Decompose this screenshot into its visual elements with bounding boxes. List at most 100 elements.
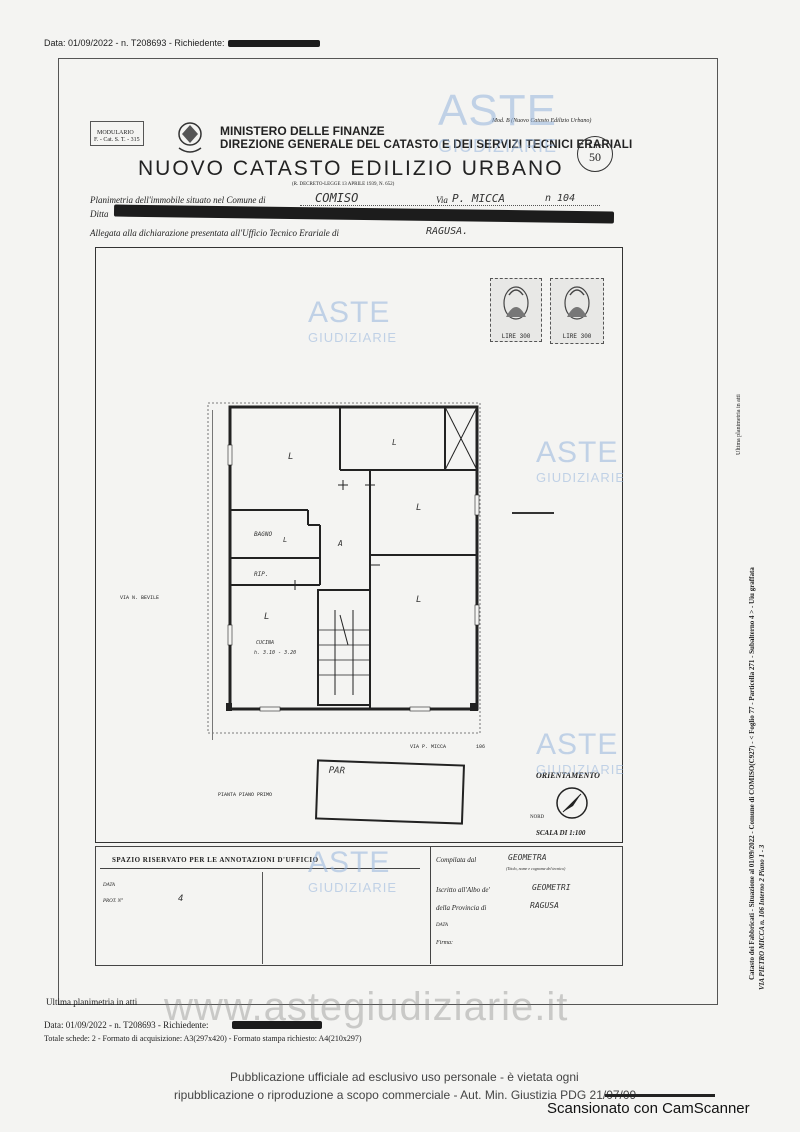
planimetria-label: Planimetria dell'immobile situato nel Co… [90,195,266,205]
disclaimer-line1: Pubblicazione ufficiale ad esclusivo uso… [230,1070,579,1084]
nord-label: NORD [530,815,545,820]
watermark: ASTE GIUDIZIARIE [536,436,625,485]
allegata-label: Allegata alla dichiarazione presentata a… [90,228,339,238]
room-label: L [416,503,422,513]
handwritten-box: PAR [314,759,466,825]
comune-line [300,205,600,206]
box-label: PAR [328,765,346,777]
compilata-sub: (Titolo, nome e cognome del tecnico) [506,866,566,871]
decree-label: (R. DECRETO-LEGGE 13 APRILE 1939, N. 652… [292,182,395,187]
watermark-giudiziarie: GIUDIZIARIE [438,136,558,156]
street-bottom-num: 106 [476,744,486,750]
stamp-portrait-icon [564,286,590,320]
watermark-aste: ASTE [536,436,619,469]
room-label: RIP. [254,571,269,578]
room-label: h. 3.10 - 3.20 [254,650,297,656]
room-label: L [264,612,270,622]
room-label: L [288,452,294,462]
annotations-col [262,872,263,964]
watermark-aste: ASTE [308,846,391,879]
watermark: ASTE GIUDIZIARIE [536,728,625,777]
annotations-divider [430,846,431,964]
footer-redaction [232,1021,322,1029]
footer-schede: Totale schede: 2 - Formato di acquisizio… [44,1034,362,1043]
stamp-value: LIRE 300 [501,333,531,340]
prot-label: PROT. N° [103,899,123,904]
plan-frame [95,247,623,843]
header-meta-text: Data: 01/09/2022 - n. T208693 - Richiede… [44,38,225,48]
form-title: NUOVO CATASTO EDILIZIO URBANO [138,157,564,180]
spazio-title: SPAZIO RISERVATO PER LE ANNOTAZIONI D'UF… [112,856,319,864]
via-value: P. MICCA [452,192,505,205]
compilata-label: Compilata dal [436,856,477,864]
website-watermark: www.astegiudiziarie.it [164,985,569,1029]
footer-ultima: Ultima planimetria in atti [46,997,138,1007]
modulario-text: MODULARIO F. - Cat. S. T. - 315 [94,130,140,143]
plan-dimension-line [212,410,213,740]
room-label: BAGNO [254,531,273,538]
orientamento-label: ORIENTAMENTO [536,771,600,780]
room-label: A [338,539,343,548]
prot-value: 4 [178,894,184,904]
firma-label: Firma: [436,940,453,946]
footer-data: Data: 01/09/2022 - n. T208693 - Richiede… [44,1020,209,1030]
street-bottom: VIA P. MICCA [410,744,447,750]
spazio-rule [100,868,420,869]
disclaimer-line2: ripubblicazione o riproduzione a scopo c… [174,1088,637,1102]
street-left-label: VIA N. BEVILE [120,595,160,601]
lire-value: 50 [589,150,601,164]
ufficio-value: RAGUSA. [426,226,469,237]
scala-label: SCALA DI 1:100 [536,829,586,837]
watermark-giudiziarie: GIUDIZIARIE [308,330,398,345]
watermark-aste: ASTE [438,86,557,135]
compass-icon [555,786,589,820]
iscritto-value: GEOMETRI [532,883,571,892]
watermark: ASTE GIUDIZIARIE [438,86,557,157]
stamp-value-2: LIRE 300 [562,333,592,340]
watermark: ASTE GIUDIZIARIE [308,296,397,345]
revenue-stamp-2: LIRE 300 [550,278,604,344]
emblem-icon [174,120,206,156]
modulario-box: MODULARIO F. - Cat. S. T. - 315 [90,121,144,146]
street-left: VIA N. BEVILE [120,595,159,601]
lire-circle: Lire 50 [577,136,613,172]
watermark-giudiziarie: GIUDIZIARIE [308,880,398,895]
compilata-value: GEOMETRA [508,853,547,862]
watermark: ASTE GIUDIZIARIE [308,846,397,895]
direction-label: DIREZIONE GENERALE DEL CATASTO E DEI SER… [220,139,633,151]
data2-label: DATA [436,923,448,928]
side-line3-text: - Uiu graffata [748,567,756,609]
ditta-label: Ditta [90,209,109,219]
header-meta: Data: 01/09/2022 - n. T208693 - Richiede… [44,38,224,48]
iscritto-label: Iscritto all'Albo de' [436,886,490,894]
mod-label: Mod. B (Nuovo Catasto Edilizio Urbano) [492,118,592,124]
watermark-giudiziarie: GIUDIZIARIE [536,470,626,485]
side-line1-text: Catasto dei Fabbricati - Situazione al 0… [748,609,756,980]
watermark-giudiziarie: GIUDIZIARIE [536,762,626,777]
pianta-label: PIANTA PIANO PRIMO [218,792,273,798]
watermark-aste: ASTE [308,296,391,329]
revenue-stamp: LIRE 300 [490,278,542,342]
watermark-aste: ASTE [536,728,619,761]
room-label: L [416,595,422,605]
room-label: L [392,438,397,447]
civic-value: n 104 [545,193,576,204]
provincia-value: RAGUSA [530,901,559,910]
stamp-portrait-icon [503,286,529,320]
floor-plan [207,402,481,734]
comune-value: COMISO [315,191,359,205]
side-line4: Ultima planimetria in atti [736,394,742,455]
plan-dash [512,512,554,514]
ministry-label: MINISTERO DELLE FINANZE [220,124,385,138]
lire-label: Lire [588,141,602,150]
side-line1: Catasto dei Fabbricati - Situazione al 0… [748,567,756,980]
camscanner-label: Scansionato con CamScanner [547,1100,750,1117]
scan-edge [605,1094,715,1097]
side-line2: VIA PIETRO MICCA n. 106 Interno 2 Piano … [758,844,766,990]
redaction-bar [228,40,320,47]
via-label: Via [436,195,448,205]
annotations-frame [95,846,623,966]
data-label: DATA [103,883,115,888]
room-label: L [283,536,288,544]
room-label: CUCINA [256,640,275,646]
